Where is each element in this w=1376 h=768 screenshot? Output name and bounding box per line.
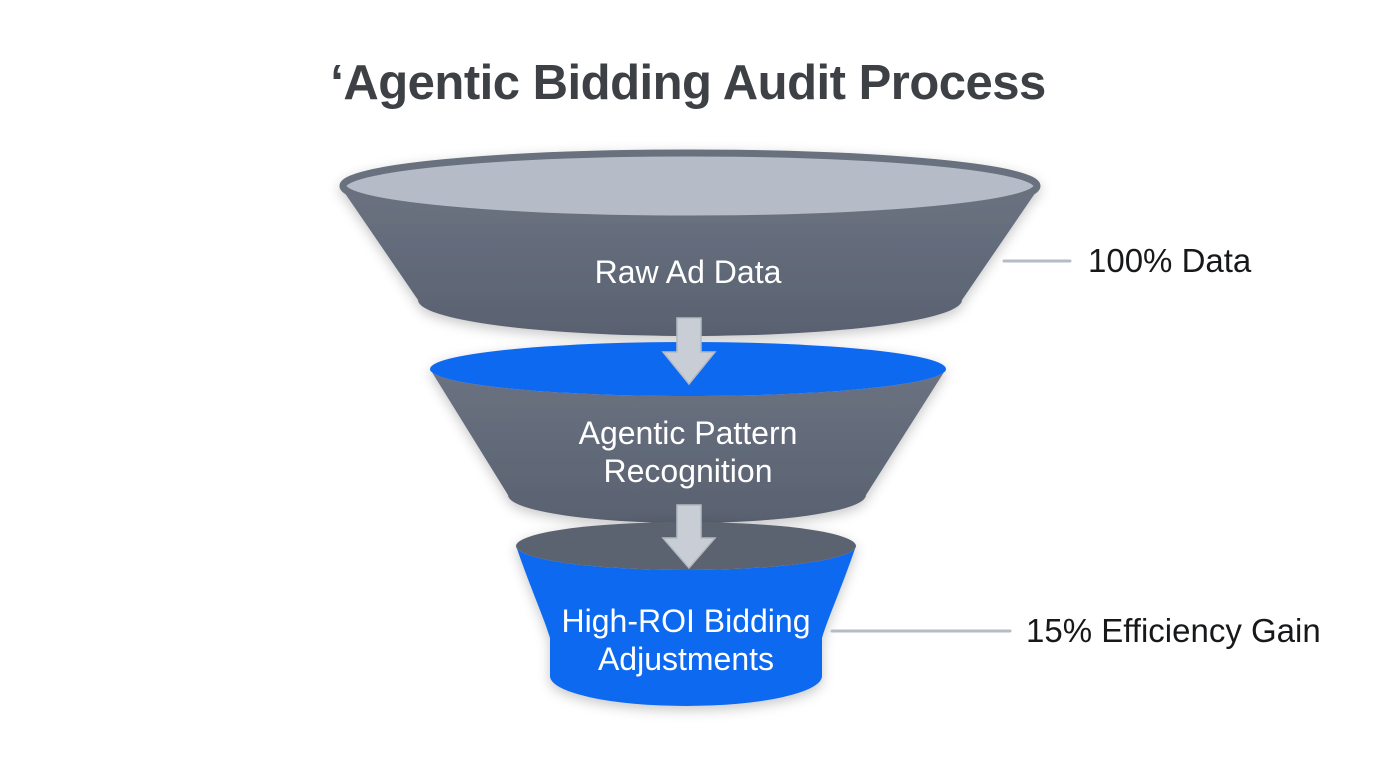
funnel-stage-1: Raw Ad Data: [339, 149, 1041, 336]
stage1-body: [340, 186, 1040, 336]
stage2-body: [430, 369, 946, 523]
arrow-down-icon-2: [661, 504, 717, 570]
stage2-label-line1: Agentic Pattern: [579, 415, 798, 451]
funnel-stage-2: Agentic Pattern Recognition: [430, 342, 946, 523]
stage3-label-line1: High-ROI Bidding: [562, 603, 811, 639]
stage3-annotation: 15% Efficiency Gain: [1026, 612, 1321, 649]
stage1-label: Raw Ad Data: [595, 254, 782, 290]
stage1-top-ellipse: [339, 149, 1041, 223]
stage3-label-line2: Adjustments: [598, 641, 774, 677]
page-title: ‘Agentic Bidding Audit Process: [330, 56, 1046, 110]
arrow-down-icon-1: [661, 317, 717, 386]
stage1-annotation: 100% Data: [1088, 242, 1252, 279]
stage2-label-line2: Recognition: [604, 453, 773, 489]
stage3-body: [516, 546, 856, 706]
